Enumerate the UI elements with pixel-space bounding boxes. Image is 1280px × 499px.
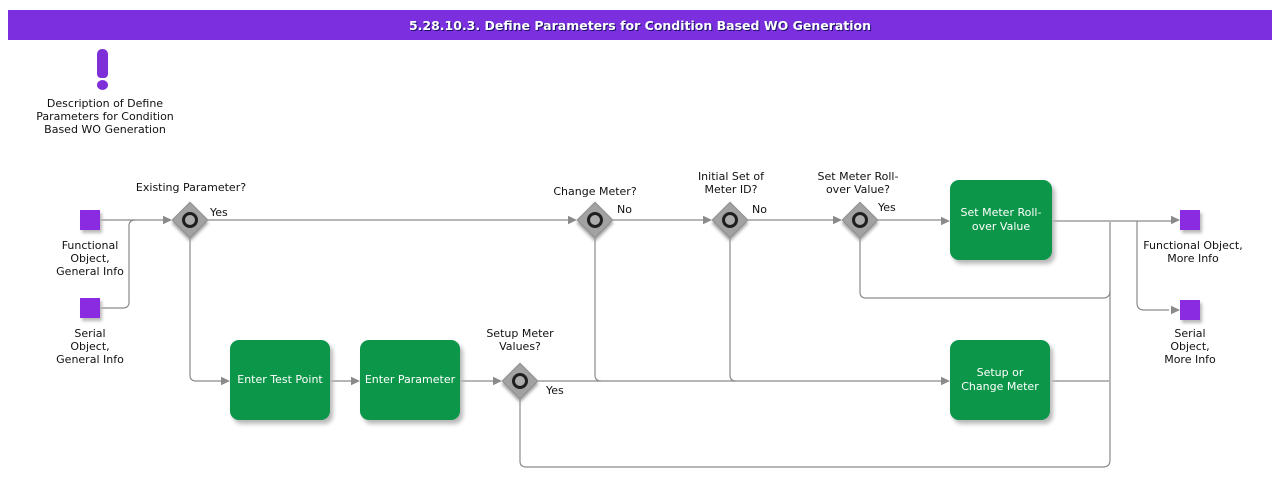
- description-note[interactable]: Description of Define Parameters for Con…: [36, 97, 174, 136]
- decision-setup-meter-values: [501, 362, 539, 400]
- output-serial-object-more-info[interactable]: [1180, 300, 1200, 320]
- gateway-circle-icon: [722, 212, 738, 228]
- gateway-circle-icon: [852, 212, 868, 228]
- input-serial-object-general-info[interactable]: [80, 298, 100, 318]
- decision-existing-parameter: [171, 201, 209, 239]
- connector-rollover-down: [859, 238, 1111, 299]
- connector-serial-input: [100, 219, 136, 309]
- branch-label-no: No: [617, 203, 632, 216]
- input-functional-object-label: Functional Object, General Info: [56, 239, 124, 278]
- branch-label-yes: Yes: [210, 206, 228, 219]
- decision-change-meter-label: Change Meter?: [553, 185, 637, 198]
- connector-branch-serial-out: [1136, 221, 1169, 311]
- connector-existing-no-down: [189, 238, 225, 382]
- branch-label-yes: Yes: [546, 384, 564, 397]
- arrowheads: [163, 215, 1180, 386]
- branch-label-no: No: [752, 203, 767, 216]
- decision-initial-meter-id-label: Initial Set of Meter ID?: [697, 170, 765, 196]
- diagram-title: 5.28.10.3. Define Parameters for Conditi…: [408, 17, 872, 33]
- output-functional-object-label: Functional Object, More Info: [1143, 239, 1243, 265]
- decision-set-meter-rollover: [841, 201, 879, 239]
- process-setup-or-change-meter[interactable]: Setup or Change Meter: [950, 340, 1050, 420]
- output-functional-object-more-info[interactable]: [1180, 210, 1200, 230]
- branch-label-yes: Yes: [878, 201, 896, 214]
- connector-meterid-down: [729, 238, 737, 382]
- diagram-title-bar: 5.28.10.3. Define Parameters for Conditi…: [8, 10, 1272, 40]
- exclamation-icon[interactable]: [97, 49, 108, 78]
- output-serial-object-label: Serial Object, More Info: [1164, 327, 1216, 366]
- connector-setupvalues-down-bottom: [519, 222, 1111, 468]
- decision-initial-meter-id: [711, 201, 749, 239]
- gateway-circle-icon: [182, 212, 198, 228]
- process-set-meter-rollover-value[interactable]: Set Meter Roll- over Value: [950, 180, 1052, 260]
- decision-setup-meter-values-label: Setup Meter Values?: [486, 327, 554, 353]
- input-functional-object-general-info[interactable]: [80, 210, 100, 230]
- process-enter-parameter[interactable]: Enter Parameter: [360, 340, 460, 420]
- decision-existing-parameter-label: Existing Parameter?: [135, 181, 247, 194]
- gateway-circle-icon: [512, 373, 528, 389]
- decision-set-meter-rollover-label: Set Meter Roll- over Value?: [817, 170, 899, 196]
- gateway-circle-icon: [587, 212, 603, 228]
- decision-change-meter: [576, 201, 614, 239]
- connector-changemeter-down: [594, 238, 602, 382]
- input-serial-object-label: Serial Object, General Info: [56, 327, 124, 366]
- exclamation-icon-dot: [97, 80, 108, 90]
- process-enter-test-point[interactable]: Enter Test Point: [230, 340, 330, 420]
